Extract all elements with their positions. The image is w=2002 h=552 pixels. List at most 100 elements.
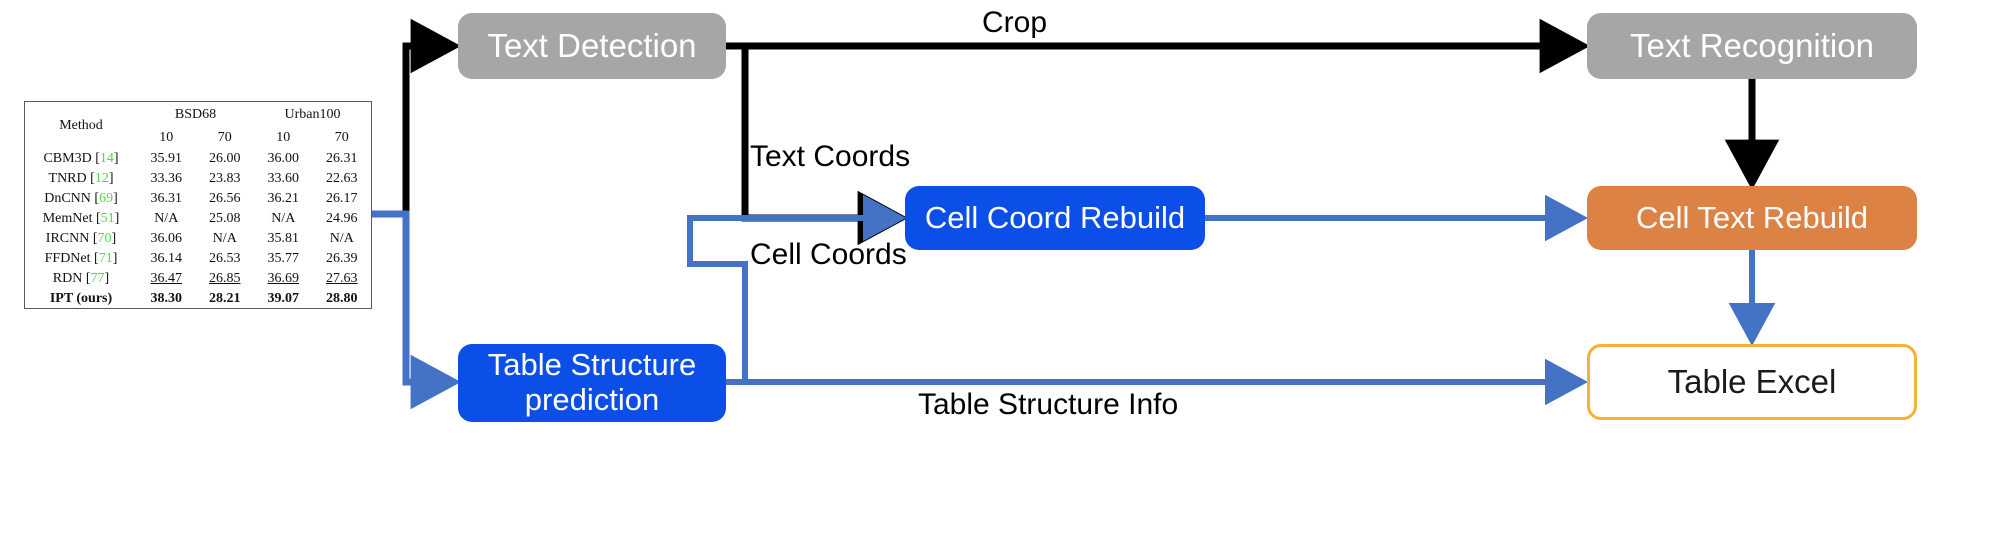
citation-ref[interactable]: 71 (98, 251, 113, 266)
edge-label-crop: Crop (982, 6, 1048, 39)
table-cell-value: 36.21 (254, 189, 313, 209)
node-cell-text-rebuild[interactable]: Cell Text Rebuild (1587, 186, 1917, 250)
table-cell-value: 36.31 (137, 189, 196, 209)
table-cell-value: 26.56 (196, 189, 255, 209)
table-sub-header-row: 10 70 10 70 (25, 127, 371, 149)
table-header-method: Method (59, 117, 103, 133)
sample-table-image: Method BSD68 Urban100 10 70 10 70 CBM3D … (24, 101, 372, 309)
table-row: MemNet [51] N/A 25.08 N/A 24.96 (25, 209, 371, 229)
table-subheader-bsd68-10: 10 (159, 130, 174, 145)
node-table-structure-prediction[interactable]: Table Structure prediction (458, 344, 726, 422)
citation-ref[interactable]: 69 (99, 191, 114, 206)
value-text: N/A (329, 231, 354, 246)
value-text: 36.14 (150, 251, 183, 266)
table-cell-value: 36.47 (137, 269, 196, 289)
table-cell-value: 36.06 (137, 229, 196, 249)
node-text-recognition-label: Text Recognition (1630, 26, 1874, 64)
arrow-text-coords (741, 46, 909, 246)
value-text: 22.63 (326, 171, 358, 186)
table-cell-value: 35.81 (254, 229, 313, 249)
value-text: 26.31 (326, 151, 358, 166)
table-cell-value: 36.00 (254, 149, 313, 169)
table-cell-value: 27.63 (313, 269, 372, 289)
table-cell-value: 24.96 (313, 209, 372, 229)
value-text: N/A (212, 231, 237, 246)
table-cell-value: 26.31 (313, 149, 372, 169)
table-cell-value: 39.07 (254, 289, 313, 309)
table-cell-value: N/A (137, 209, 196, 229)
table-subheader-bsd68-70: 70 (217, 130, 232, 145)
value-text: 26.17 (326, 191, 358, 206)
table-cell-method: IRCNN [70] (45, 231, 117, 246)
table-subheader-urban100-10: 10 (276, 130, 291, 145)
value-text: 35.77 (267, 251, 300, 266)
table-cell-method: FFDNet [71] (44, 251, 118, 266)
method-name: FFDNet (44, 251, 91, 266)
table-cell-value: N/A (313, 229, 372, 249)
value-text: 24.96 (326, 211, 358, 226)
table-cell-value: 26.85 (196, 269, 255, 289)
node-text-detection-label: Text Detection (487, 26, 697, 64)
value-text: 35.81 (267, 231, 300, 246)
value-text: 26.00 (209, 151, 241, 166)
table-cell-method: CBM3D [14] (43, 151, 119, 166)
edge-label-text-coords: Text Coords (750, 140, 911, 173)
value-text: 38.30 (150, 291, 183, 306)
method-name: IRCNN (45, 231, 90, 246)
table-cell-value: N/A (196, 229, 255, 249)
value-text: 35.91 (150, 151, 183, 166)
table-cell-method: MemNet [51] (42, 211, 120, 226)
value-text: 25.08 (209, 211, 241, 226)
sample-table: Method BSD68 Urban100 10 70 10 70 CBM3D … (25, 102, 371, 309)
value-text: 28.21 (209, 291, 241, 306)
table-row: CBM3D [14] 35.91 26.00 36.00 26.31 (25, 149, 371, 169)
node-table-excel[interactable]: Table Excel (1587, 344, 1917, 420)
value-text: 36.31 (150, 191, 183, 206)
value-text: 39.07 (267, 291, 300, 306)
node-cell-coord-rebuild-label: Cell Coord Rebuild (924, 199, 1186, 235)
table-header-urban100: Urban100 (284, 106, 341, 122)
citation-ref[interactable]: 77 (90, 271, 105, 286)
table-cell-value: 26.00 (196, 149, 255, 169)
node-text-recognition[interactable]: Text Recognition (1587, 13, 1917, 79)
table-row: IRCNN [70] 36.06 N/A 35.81 N/A (25, 229, 371, 249)
value-text: N/A (154, 211, 179, 226)
table-cell-value: N/A (254, 209, 313, 229)
value-text: 23.83 (209, 171, 241, 186)
method-name: RDN (52, 271, 83, 286)
table-cell-value: 35.91 (137, 149, 196, 169)
table-cell-method: RDN [77] (52, 271, 110, 286)
value-text: 28.80 (326, 291, 358, 306)
table-cell-method: DnCNN [69] (44, 191, 118, 206)
table-cell-value: 28.21 (196, 289, 255, 309)
value-text: 36.06 (150, 231, 183, 246)
node-text-detection[interactable]: Text Detection (458, 13, 726, 79)
citation-ref[interactable]: 51 (100, 211, 115, 226)
table-cell-value: 26.39 (313, 249, 372, 269)
value-text: 26.39 (326, 251, 358, 266)
value-text: 36.69 (267, 271, 300, 286)
node-table-excel-label: Table Excel (1667, 362, 1837, 400)
citation-ref[interactable]: 14 (99, 151, 114, 166)
citation-ref[interactable]: 12 (94, 171, 109, 186)
table-cell-method: TNRD [12] (48, 171, 114, 186)
table-header-bsd68: BSD68 (174, 106, 217, 122)
table-cell-value: 36.14 (137, 249, 196, 269)
edge-label-table-structure-info: Table Structure Info (918, 388, 1179, 421)
table-cell-value: 25.08 (196, 209, 255, 229)
method-name: DnCNN (44, 191, 91, 206)
value-text: 27.63 (326, 271, 358, 286)
citation-ref[interactable]: 70 (97, 231, 112, 246)
table-cell-value: 26.17 (313, 189, 372, 209)
method-name: CBM3D (43, 151, 92, 166)
value-text: 33.36 (150, 171, 183, 186)
node-cell-coord-rebuild[interactable]: Cell Coord Rebuild (905, 186, 1205, 250)
table-cell-value: 22.63 (313, 169, 372, 189)
node-cell-text-rebuild-label: Cell Text Rebuild (1635, 199, 1869, 235)
table-row: FFDNet [71] 36.14 26.53 35.77 26.39 (25, 249, 371, 269)
table-cell-value: 36.69 (254, 269, 313, 289)
value-text: 26.53 (209, 251, 241, 266)
